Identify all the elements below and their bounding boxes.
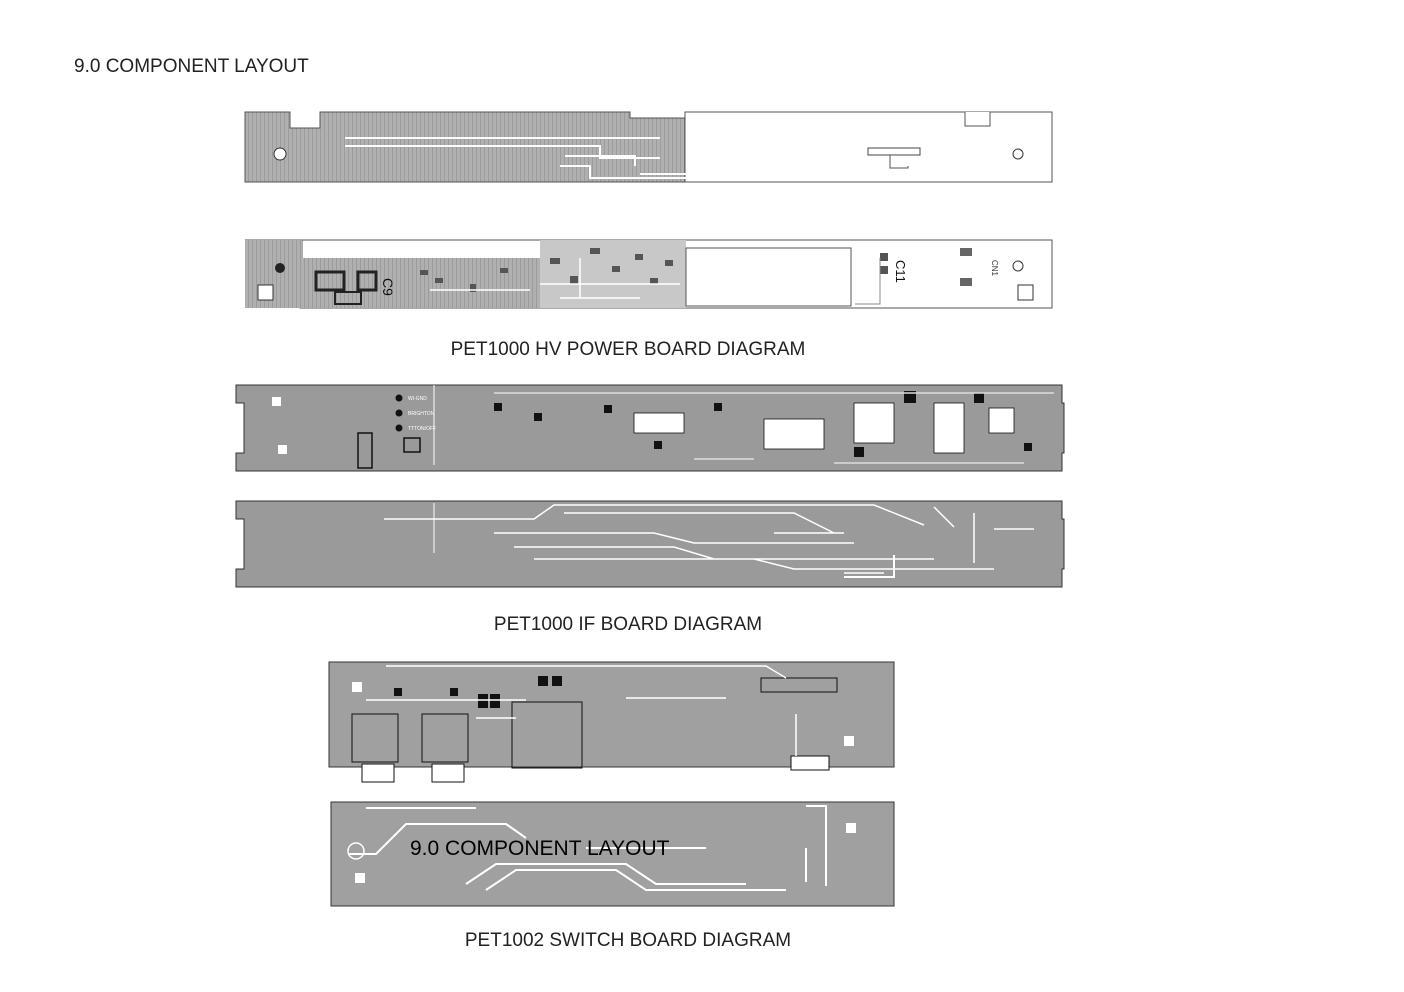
hv-label-c11: C11 xyxy=(893,260,908,283)
if-board-top-side: WI-GND BRIGHTON TTTON/OFF xyxy=(235,384,1065,472)
svg-text:WI-GND: WI-GND xyxy=(408,396,427,402)
switch-board-caption: PET1002 SWITCH BOARD DIAGRAM xyxy=(464,930,792,951)
hv-board-bottom-side: C9 C11 CN1 xyxy=(245,239,1053,309)
switch-board-top-side xyxy=(328,661,895,783)
if-label-power: TTTON/OFF xyxy=(408,426,436,432)
hv-power-board-diagram: C9 C11 CN1 xyxy=(244,111,1053,309)
if-label-brighton: BRIGHTON xyxy=(408,411,435,417)
hv-board-top-side xyxy=(244,111,1053,183)
hv-label-c9: C9 xyxy=(380,278,396,296)
switch-board-diagram xyxy=(328,661,895,907)
if-board-bottom-side xyxy=(235,500,1065,588)
if-board-caption: PET1000 IF BOARD DIAGRAM xyxy=(493,614,763,635)
if-board-diagram: WI-GND BRIGHTON TTTON/OFF xyxy=(235,384,1065,588)
hv-label-cn1: CN1 xyxy=(990,260,999,277)
hv-board-caption: PET1000 HV POWER BOARD DIAGRAM xyxy=(450,339,806,360)
overlay-heading: 9.0 COMPONENT LAYOUT xyxy=(410,837,670,860)
switch-board-bottom-side xyxy=(330,801,895,907)
page-heading: 9.0 COMPONENT LAYOUT xyxy=(74,56,309,77)
